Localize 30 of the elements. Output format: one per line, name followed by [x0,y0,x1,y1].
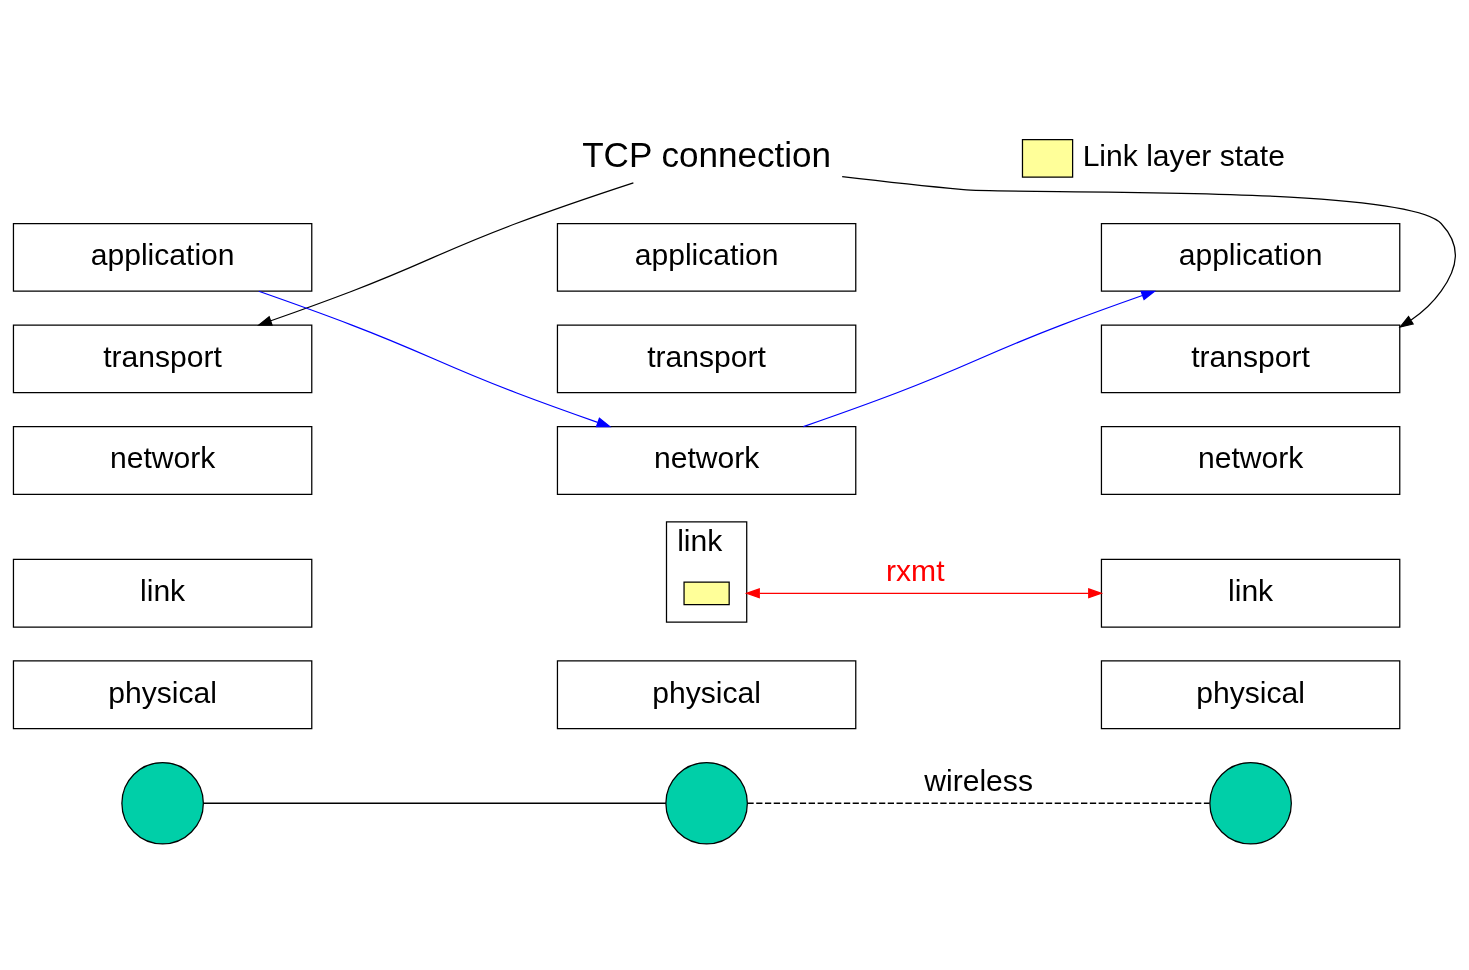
edge-label: wireless [924,763,1033,797]
arrow [257,181,634,326]
node-box: physical [12,659,313,729]
edge-label: rxmt [886,553,945,587]
legend-label: Link layer state [1082,138,1285,172]
node-box: transport [1100,323,1401,393]
arrow [258,290,612,427]
node-circle [1209,761,1292,845]
node-circle [665,761,748,845]
node-box: physical [1100,659,1401,729]
node-box: network [12,425,313,495]
connector [746,802,1211,804]
node-box: physical [556,659,857,729]
node-box: network [1100,425,1401,495]
node-text: TCP connection [582,134,832,174]
node-box: transport [556,323,857,393]
node-box: application [556,222,857,292]
node-box: application [1100,222,1401,292]
cluster: link [665,520,748,623]
node-box: network [556,425,857,495]
node-box: link [12,558,313,628]
arrow [841,175,1456,328]
connector [202,802,667,804]
arrow [744,587,1104,599]
node-box: link [1100,558,1401,628]
node-box: application [12,222,313,292]
node-circle [121,761,204,845]
arrow [802,290,1157,427]
node-box [683,580,730,605]
node-box: transport [12,323,313,393]
